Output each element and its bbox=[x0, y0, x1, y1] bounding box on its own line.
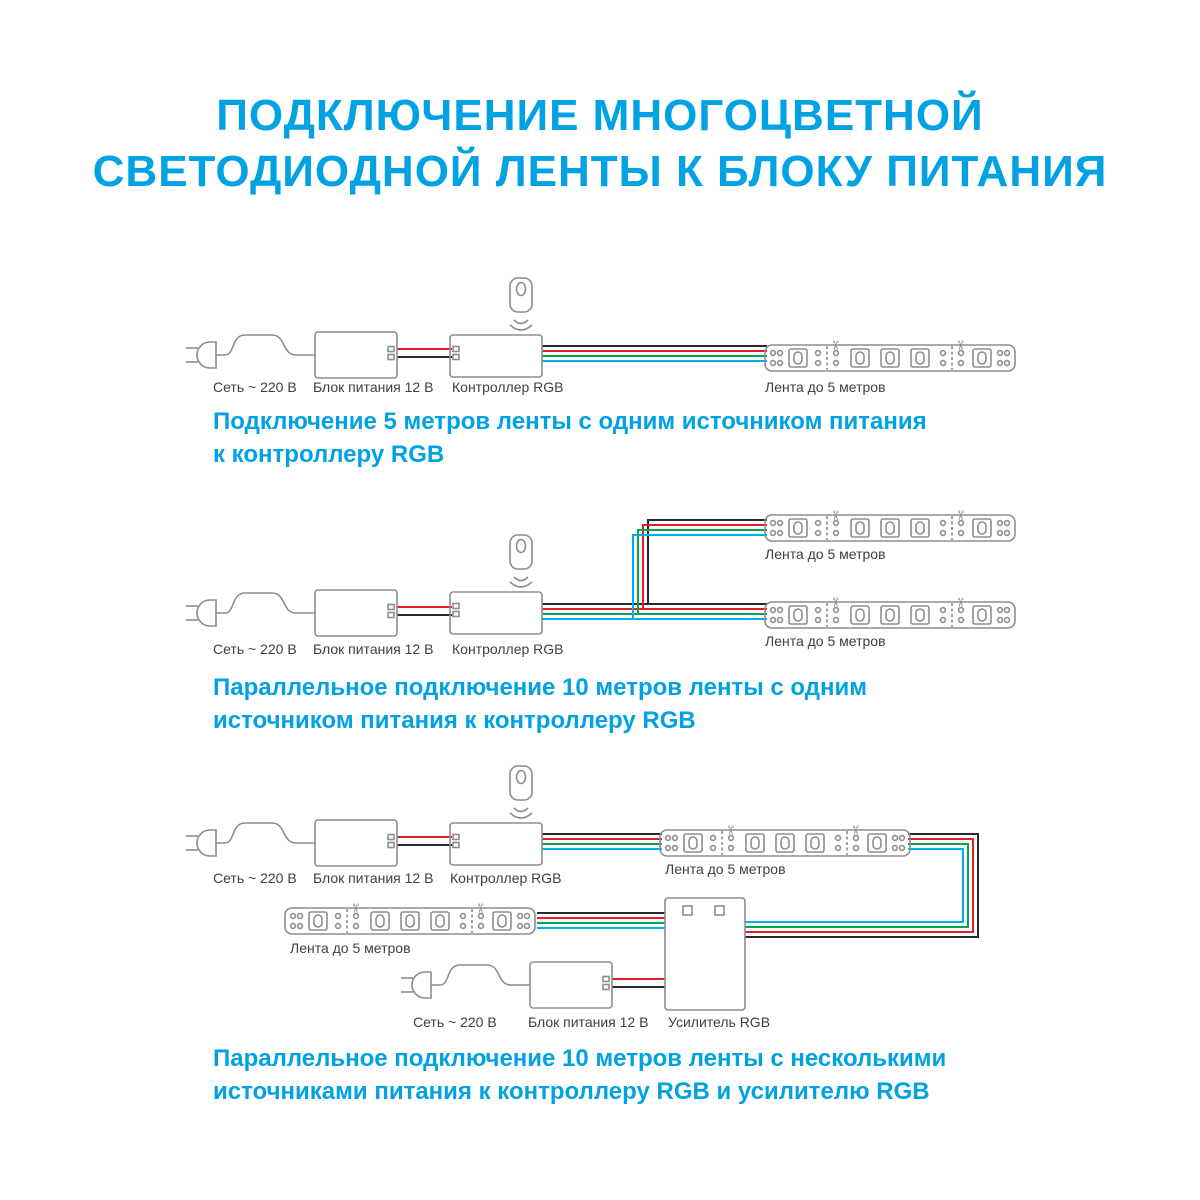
diagram1-caption-line2: к контроллеру RGB bbox=[213, 441, 445, 468]
diagram3-caption: Параллельное подключение 10 метров ленты… bbox=[213, 1042, 946, 1108]
label-strip-bottom: Лента до 5 метров bbox=[765, 633, 886, 649]
rgb-controller-box bbox=[449, 334, 543, 378]
power-supply-box bbox=[314, 819, 398, 867]
label-mains-bottom: Сеть ~ 220 В bbox=[413, 1014, 497, 1030]
page-title: ПОДКЛЮЧЕНИЕ МНОГОЦВЕТНОЙ СВЕТОДИОДНОЙ ЛЕ… bbox=[0, 88, 1200, 200]
rgb-amplifier-box bbox=[664, 897, 746, 1011]
led-strip bbox=[284, 902, 536, 935]
diagram3 bbox=[185, 765, 911, 1011]
label-psu-top: Блок питания 12 В bbox=[313, 870, 434, 886]
remote-icon bbox=[509, 534, 533, 588]
label-mains-top: Сеть ~ 220 В bbox=[213, 870, 297, 886]
diagram3-caption-line1: Параллельное подключение 10 метров ленты… bbox=[213, 1045, 947, 1072]
diagram2-wires bbox=[397, 519, 767, 620]
diagram2-caption-line1: Параллельное подключение 10 метров ленты… bbox=[213, 674, 867, 701]
diagram1-caption-line1: Подключение 5 метров ленты с одним источ… bbox=[213, 408, 927, 435]
power-supply-box bbox=[314, 331, 398, 379]
diagram1-wires bbox=[397, 345, 767, 362]
diagram3-wires bbox=[397, 833, 979, 988]
diagram2-caption-line2: источником питания к контроллеру RGB bbox=[213, 707, 696, 734]
led-strip bbox=[659, 824, 911, 857]
label-psu: Блок питания 12 В bbox=[313, 379, 434, 395]
plug-icon bbox=[185, 334, 316, 369]
page-title-line1: ПОДКЛЮЧЕНИЕ МНОГОЦВЕТНОЙ bbox=[216, 91, 984, 140]
label-psu-bottom: Блок питания 12 В bbox=[528, 1014, 649, 1030]
label-amplifier: Усилитель RGB bbox=[668, 1014, 771, 1030]
diagram1-caption: Подключение 5 метров ленты с одним источ… bbox=[213, 405, 927, 471]
led-strip bbox=[764, 596, 1016, 629]
label-strip: Лента до 5 метров bbox=[765, 379, 886, 395]
diagram2-caption: Параллельное подключение 10 метров ленты… bbox=[213, 671, 867, 737]
label-strip-left: Лента до 5 метров bbox=[290, 940, 411, 956]
diagram2 bbox=[185, 509, 1016, 637]
page-title-line2: СВЕТОДИОДНОЙ ЛЕНТЫ К БЛОКУ ПИТАНИЯ bbox=[92, 147, 1108, 196]
led-strip bbox=[764, 509, 1016, 542]
label-controller: Контроллер RGB bbox=[452, 641, 564, 657]
power-supply-box bbox=[314, 589, 398, 637]
label-mains: Сеть ~ 220 В bbox=[213, 379, 297, 395]
label-strip-right: Лента до 5 метров bbox=[665, 861, 786, 877]
label-controller: Контроллер RGB bbox=[450, 870, 562, 886]
remote-icon bbox=[509, 765, 533, 819]
label-psu: Блок питания 12 В bbox=[313, 641, 434, 657]
plug-icon bbox=[185, 822, 316, 857]
diagram1 bbox=[185, 277, 1016, 379]
remote-icon bbox=[509, 277, 533, 331]
label-strip-top: Лента до 5 метров bbox=[765, 546, 886, 562]
rgb-controller-box bbox=[449, 591, 543, 635]
power-supply-box bbox=[529, 961, 613, 1009]
plug-icon bbox=[185, 592, 316, 627]
diagram3-caption-line2: источниками питания к контроллеру RGB и … bbox=[213, 1078, 930, 1105]
plug-icon bbox=[400, 964, 531, 999]
rgb-controller-box bbox=[449, 822, 543, 866]
led-strip bbox=[764, 339, 1016, 372]
label-mains: Сеть ~ 220 В bbox=[213, 641, 297, 657]
label-controller: Контроллер RGB bbox=[452, 379, 564, 395]
